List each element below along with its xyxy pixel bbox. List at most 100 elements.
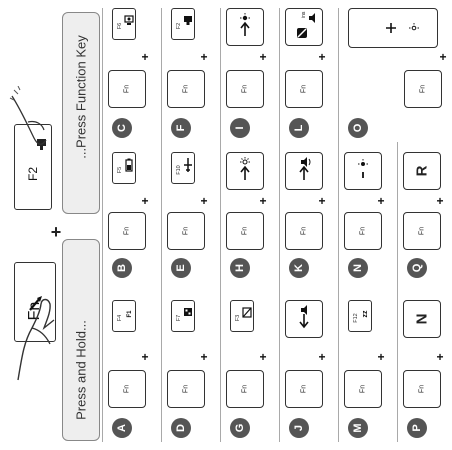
f3-key: F3: [230, 300, 254, 332]
arrow-volume-up-key: [285, 152, 323, 190]
sleep-icon: zz: [362, 310, 369, 318]
minus-brightness-key: [344, 152, 382, 190]
plus-sign: +: [200, 194, 208, 208]
badge-b: B: [112, 258, 132, 278]
plus-sign: +: [141, 194, 149, 208]
plus-sign: +: [259, 194, 267, 208]
f7-key: F7: [171, 300, 195, 332]
monitor-icon: [37, 139, 46, 150]
arrow-brightness-up-key: [226, 152, 264, 190]
press-function-panel: ...Press Function Key: [62, 12, 100, 214]
arrow-volume-down-icon: [299, 305, 309, 329]
badge-o: O: [348, 118, 368, 138]
hand-icon: [17, 296, 55, 381]
fn-key: Fn: [167, 212, 205, 250]
row-divider: [161, 8, 162, 442]
fn-key: Fn: [285, 70, 323, 108]
monitor-icon: [184, 16, 192, 25]
plus-sign: +: [200, 350, 208, 364]
svg-text:ins: ins: [301, 11, 307, 18]
arrow-brightness-down-icon: [240, 13, 250, 36]
badge-k: K: [289, 258, 309, 278]
row-divider: [338, 8, 339, 442]
display-switch-icon: [184, 308, 192, 316]
row-divider: [220, 8, 221, 442]
fn-key: Fn: [403, 370, 441, 408]
f4-key: F4 F1: [112, 300, 136, 332]
plus-sign: +: [141, 50, 149, 64]
plus-sign: +: [377, 194, 385, 208]
mute-ins-key: ins: [285, 8, 323, 46]
plus-brightness-icon: [386, 23, 419, 33]
fn-key: Fn: [403, 212, 441, 250]
battery-icon: [125, 158, 133, 172]
combine-plus: +: [50, 222, 62, 242]
airplane-icon: [184, 158, 192, 172]
f10-key: F10: [171, 152, 195, 184]
touchpad-off-icon: [242, 307, 252, 318]
fn-key: Fn: [167, 370, 205, 408]
badge-i: I: [230, 118, 250, 138]
arrow-volume-down-key: [285, 300, 323, 338]
badge-d: D: [171, 418, 191, 438]
plus-brightness-key: [348, 8, 438, 48]
plus-sign: +: [318, 50, 326, 64]
f5-key: F5: [112, 152, 136, 184]
badge-m: M: [348, 418, 368, 438]
fn-key: Fn: [108, 212, 146, 250]
f2-key-illustration: F2: [14, 124, 52, 210]
plus-sign: +: [141, 350, 149, 364]
plus-sign: +: [436, 350, 444, 364]
plus-sign: +: [259, 50, 267, 64]
press-hold-text: Press and Hold...: [73, 320, 89, 420]
plus-sign: +: [318, 350, 326, 364]
fn-key: Fn: [226, 212, 264, 250]
badge-c: C: [112, 118, 132, 138]
fn-key: Fn: [404, 70, 442, 108]
fn-key: Fn: [226, 370, 264, 408]
row-divider: [397, 142, 398, 442]
fn-key: Fn: [167, 70, 205, 108]
hand-finger-icon: [9, 86, 47, 145]
plus-sign: +: [200, 50, 208, 64]
badge-e: E: [171, 258, 191, 278]
row-divider: [102, 8, 103, 442]
plus-sign: +: [259, 350, 267, 364]
f2-key: F2: [171, 8, 195, 40]
arrow-volume-up-icon: [299, 157, 311, 180]
press-hold-panel: Press and Hold...: [62, 239, 100, 441]
display-lock-icon: [124, 15, 134, 25]
fn-key: Fn: [108, 370, 146, 408]
badge-f: F: [171, 118, 191, 138]
n-key: N: [403, 300, 441, 338]
f12-key: F12 zz: [348, 300, 372, 332]
fn-key: Fn: [344, 370, 382, 408]
badge-l: L: [289, 118, 309, 138]
badge-a: A: [112, 418, 132, 438]
badge-p: P: [407, 418, 427, 438]
press-function-text: ...Press Function Key: [73, 35, 89, 159]
badge-h: H: [230, 258, 250, 278]
plus-sign: +: [436, 194, 444, 208]
badge-g: G: [230, 418, 250, 438]
minus-brightness-icon: [358, 159, 368, 178]
r-key: R: [403, 152, 441, 190]
f6-key: F6: [112, 8, 136, 40]
fn-key: Fn: [285, 370, 323, 408]
svg-text:zz: zz: [362, 310, 369, 318]
plus-sign: +: [439, 50, 447, 64]
badge-j: J: [289, 418, 309, 438]
row-divider: [279, 8, 280, 442]
f1-icon: F1: [127, 310, 133, 318]
svg-text:F1: F1: [127, 310, 133, 318]
fn-key: Fn: [285, 212, 323, 250]
arrow-brightness-down-key: [226, 8, 264, 46]
plus-sign: +: [377, 350, 385, 364]
plus-sign: +: [318, 194, 326, 208]
mute-ins-icon: ins: [297, 11, 315, 38]
badge-n: N: [348, 258, 368, 278]
fn-key: Fn: [108, 70, 146, 108]
badge-q: Q: [407, 258, 427, 278]
fn-key: Fn: [344, 212, 382, 250]
fn-key: Fn: [226, 70, 264, 108]
